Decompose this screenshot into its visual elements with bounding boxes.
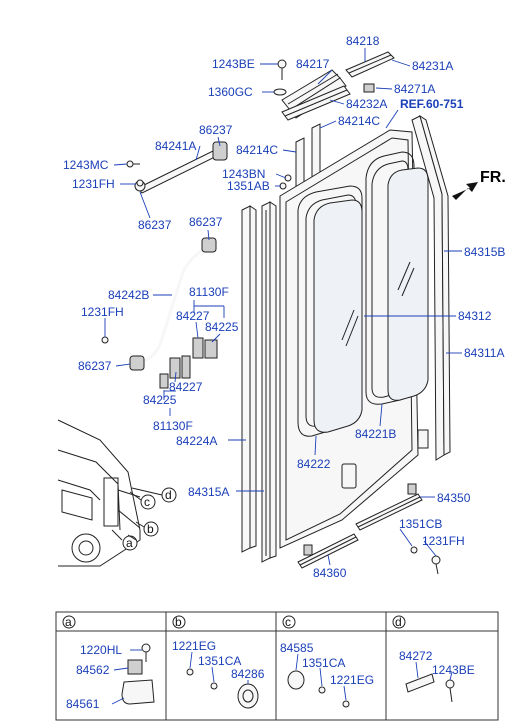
label-84312: 84312: [458, 309, 492, 323]
label-84225-b: 84225: [143, 393, 177, 407]
glass-84312: [313, 167, 429, 433]
channel-84315B: [411, 114, 451, 461]
label-84224A: 84224A: [176, 434, 217, 448]
label-84242B: 84242B: [108, 288, 149, 302]
upper-rail-84231A: [345, 51, 395, 78]
label-81130F-a: 81130F: [189, 285, 229, 299]
channel-84315A: [261, 201, 277, 563]
svg-text:c: c: [285, 615, 291, 629]
bus-thumbnail: [57, 419, 141, 567]
label-86237-b: 86237: [138, 218, 172, 232]
label-1351AB: 1351AB: [227, 179, 270, 193]
table-header-d: d: [392, 615, 406, 629]
cell-b-1351CA: 1351CA: [198, 654, 241, 668]
label-1243MC: 1243MC: [63, 158, 109, 172]
svg-text:d: d: [165, 488, 172, 502]
label-86237-a: 86237: [199, 123, 233, 137]
label-84221B: 84221B: [355, 427, 396, 441]
lower-rail-84232A: [281, 85, 351, 121]
svg-text:a: a: [65, 615, 72, 629]
label-84222: 84222: [297, 457, 331, 471]
label-84231A: 84231A: [412, 59, 453, 73]
label-84227-a: 84227: [176, 309, 210, 323]
label-1243BE: 1243BE: [212, 57, 255, 71]
label-84315A: 84315A: [188, 485, 229, 499]
label-1231FH-b: 1231FH: [81, 305, 124, 319]
label-1231FH-a: 1231FH: [72, 177, 115, 191]
lower-rail-84350: [355, 483, 423, 531]
cell-c-1351CA: 1351CA: [302, 656, 345, 670]
lower-rail-84360: [297, 533, 359, 569]
bolt-1243BE: [277, 59, 287, 80]
callout-b: b: [143, 521, 159, 537]
label-1231FH-c: 1231FH: [422, 534, 465, 548]
callout-a: a: [122, 535, 138, 551]
label-84241A: 84241A: [155, 139, 196, 153]
table-header-a: a: [62, 615, 76, 629]
cell-c-84585: 84585: [280, 641, 314, 655]
svg-text:a: a: [126, 536, 133, 550]
weatherstrip-84224A: [241, 205, 257, 553]
label-84214C-a: 84214C: [338, 114, 380, 128]
cell-d-1243BE: 1243BE: [432, 663, 475, 677]
svg-text:b: b: [175, 615, 182, 629]
cell-c-1221EG: 1221EG: [330, 673, 374, 687]
cell-a-parts: 1220HL 84562 84561: [66, 643, 155, 711]
callout-d: d: [161, 487, 177, 503]
label-84315B: 84315B: [464, 245, 505, 259]
washer-1360GC: [273, 88, 287, 96]
svg-text:c: c: [144, 495, 150, 509]
latch-plate: [341, 429, 429, 489]
label-1351CB: 1351CB: [399, 517, 442, 531]
label-86237-d: 86237: [78, 359, 112, 373]
table-header-b: b: [172, 615, 186, 629]
part-labels: 84218 1243BE 84217 84231A 84271A 1360GC …: [63, 34, 505, 580]
cell-b-parts: 1221EG 1351CA 84286: [172, 639, 265, 709]
front-label: FR.: [480, 169, 506, 186]
label-84214C-b: 84214C: [236, 143, 278, 157]
cell-b-1221EG: 1221EG: [172, 639, 216, 653]
leader-lines: [104, 48, 462, 566]
label-1360GC: 1360GC: [208, 85, 253, 99]
ref-label: REF.60-751: [400, 97, 464, 111]
label-1243BN: 1243BN: [222, 167, 265, 181]
label-81130F-b: 81130F: [153, 419, 193, 433]
label-84350: 84350: [437, 491, 471, 505]
cell-c-parts: 84585 1351CA 1221EG: [280, 641, 374, 708]
label-84311A: 84311A: [464, 346, 504, 360]
label-84218: 84218: [346, 34, 380, 48]
label-84225-a: 84225: [205, 320, 239, 334]
svg-text:d: d: [395, 615, 402, 629]
cell-b-84286: 84286: [231, 667, 265, 681]
handle-bar-84241A: [126, 141, 228, 194]
label-84217: 84217: [296, 57, 330, 71]
detail-table: a b c d 1220HL 84562 84561: [55, 611, 499, 721]
screw-1243BN: [279, 174, 292, 190]
cell-a-1220HL: 1220HL: [80, 643, 122, 657]
label-86237-c: 86237: [189, 215, 223, 229]
bracket-set-upper: [192, 337, 218, 359]
label-84232A: 84232A: [346, 97, 387, 111]
label-84360: 84360: [313, 566, 347, 580]
label-84227-b: 84227: [169, 380, 203, 394]
table-header-c: c: [282, 615, 296, 629]
bolt-1231FH-bottom: [410, 546, 441, 575]
cell-d-84272: 84272: [399, 649, 433, 663]
cell-d-parts: 84272 1243BE: [399, 649, 475, 703]
svg-text:b: b: [147, 522, 154, 536]
callout-c: c: [140, 494, 156, 510]
bracket-set-lower: [159, 355, 191, 389]
front-arrow-icon: [452, 182, 478, 200]
cell-a-84562: 84562: [76, 663, 110, 677]
label-84271A: 84271A: [394, 82, 435, 96]
stopper-84271A: [363, 83, 375, 93]
cell-a-84561: 84561: [66, 697, 100, 711]
